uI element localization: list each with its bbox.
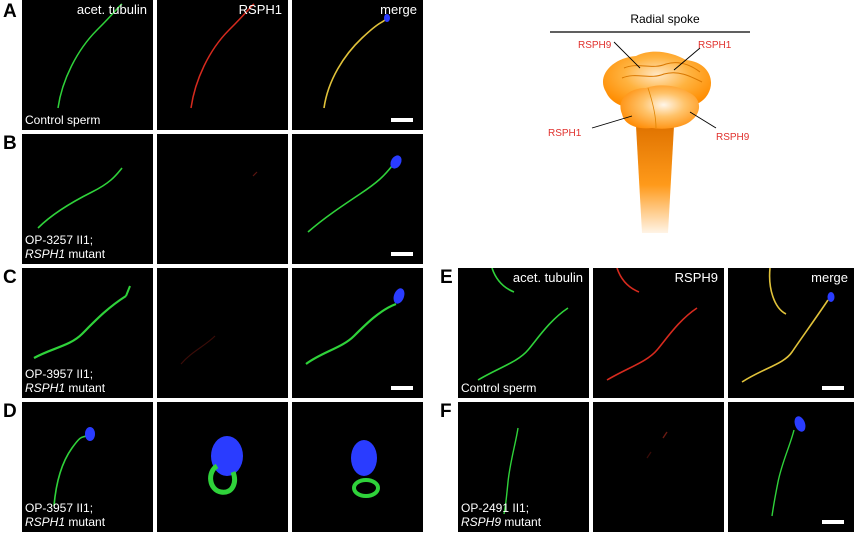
tile-f-tubulin: OP-2491 II1;RSPH9 mutant — [458, 402, 589, 532]
header-rsph9: RSPH9 — [674, 270, 718, 285]
panel-letter-c: C — [3, 267, 17, 288]
diagram-title: Radial spoke — [630, 12, 700, 26]
tile-d-rsph1 — [157, 402, 288, 532]
sperm-image — [33, 285, 131, 359]
sperm-image — [477, 268, 569, 381]
tile-a-merge: merge — [292, 0, 423, 130]
tile-e-rsph9: RSPH9 — [593, 268, 724, 398]
sperm-image — [771, 416, 806, 517]
sperm-image — [37, 167, 123, 229]
sperm-image — [606, 268, 698, 381]
sperm-image — [190, 3, 255, 109]
scale-bar — [391, 386, 413, 390]
header-rsph1: RSPH1 — [238, 2, 282, 17]
header-merge: merge — [380, 2, 417, 17]
caption-c: OP-3957 II1;RSPH1 mutant — [25, 367, 106, 395]
caption-control: Control sperm — [461, 381, 537, 395]
caption-f: OP-2491 II1;RSPH9 mutant — [461, 501, 542, 529]
tile-a-tubulin: acet. tubulin Control sperm — [22, 0, 153, 130]
panel-letter-a: A — [3, 1, 17, 22]
sperm-image — [208, 436, 243, 495]
scale-bar — [822, 520, 844, 524]
sperm-image — [646, 431, 668, 459]
label-rsph1-bottom: RSPH1 — [548, 128, 582, 139]
header-acet-tubulin: acet. tubulin — [76, 2, 147, 17]
label-rsph1-top: RSPH1 — [698, 40, 732, 51]
tile-c-rsph1 — [157, 268, 288, 398]
sperm-image — [351, 440, 380, 498]
sperm-image — [323, 14, 390, 109]
tile-c-tubulin: OP-3957 II1;RSPH1 mutant — [22, 268, 153, 398]
header-merge: merge — [811, 270, 848, 285]
panel-letter-d: D — [3, 401, 17, 422]
caption-d: OP-3957 II1;RSPH1 mutant — [25, 501, 106, 529]
sperm-image — [503, 427, 519, 515]
panel-letter-e: E — [440, 267, 453, 288]
tile-f-rsph9 — [593, 402, 724, 532]
radial-spoke-diagram: Radial spoke — [540, 8, 770, 240]
sperm-image — [57, 3, 123, 109]
tile-a-rsph1: RSPH1 — [157, 0, 288, 130]
caption-b: OP-3257 II1;RSPH1 mutant — [25, 233, 106, 261]
tile-d-tubulin: OP-3957 II1;RSPH1 mutant — [22, 402, 153, 532]
sperm-image — [53, 427, 95, 507]
tile-b-tubulin: OP-3257 II1;RSPH1 mutant — [22, 134, 153, 264]
tile-b-merge — [292, 134, 423, 264]
sperm-image — [741, 268, 835, 383]
scale-bar — [391, 118, 413, 122]
label-rsph9-bottom: RSPH9 — [716, 132, 750, 143]
tile-e-tubulin: acet. tubulin Control sperm — [458, 268, 589, 398]
tile-f-merge — [728, 402, 854, 532]
panel-letter-b: B — [3, 133, 17, 154]
sperm-image — [305, 288, 405, 365]
tile-b-rsph1 — [157, 134, 288, 264]
caption-control: Control sperm — [25, 113, 101, 127]
label-rsph9-top: RSPH9 — [578, 40, 612, 51]
sperm-image — [180, 335, 216, 365]
scale-bar — [822, 386, 844, 390]
tile-d-merge — [292, 402, 423, 532]
radial-spoke-illustration — [550, 31, 750, 233]
header-acet-tubulin: acet. tubulin — [512, 270, 583, 285]
sperm-image — [252, 171, 258, 177]
tile-e-merge: merge — [728, 268, 854, 398]
sperm-image — [307, 155, 402, 233]
panel-letter-f: F — [440, 401, 452, 422]
scale-bar — [391, 252, 413, 256]
tile-c-merge — [292, 268, 423, 398]
